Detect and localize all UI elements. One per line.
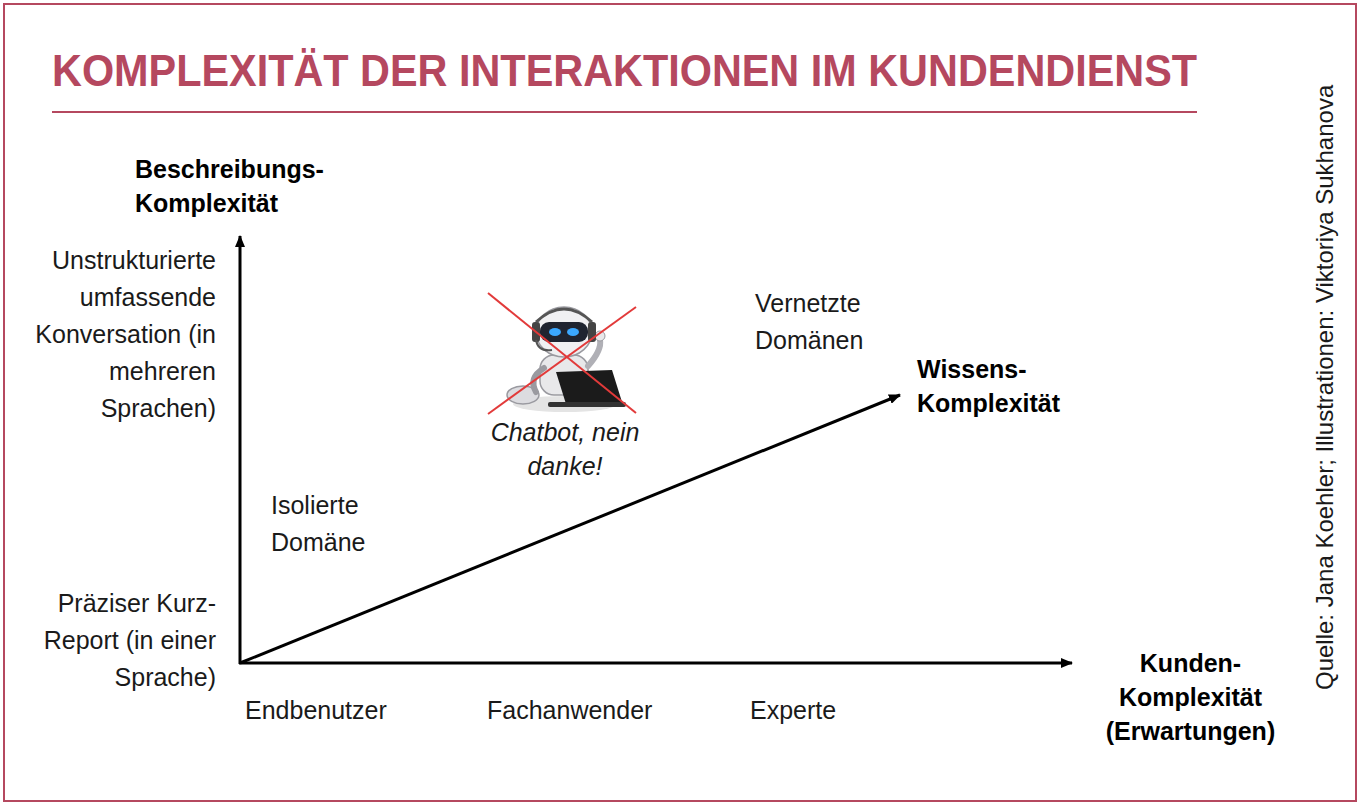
cross-out [488, 293, 636, 414]
axis-title: Wissens- Komplexität [917, 352, 1107, 420]
axis-tick-label: Experte [750, 692, 950, 729]
axis-tick-label: Fachanwender [487, 692, 687, 729]
region-label: Vernetzte Domänen [755, 285, 925, 359]
axis-tick-label: Unstrukturierte umfassende Konversation … [10, 242, 216, 427]
chart-title: KOMPLEXITÄT DER INTERAKTIONEN IM KUNDEND… [52, 46, 1197, 96]
axis-title: Beschreibungs- Komplexität [135, 152, 365, 220]
axis-title: Kunden- Komplexität (Erwartungen) [1083, 646, 1298, 748]
source-note: Quelle: Jana Koehler; Illustrationen: Vi… [1311, 85, 1339, 690]
axis-tick-label: Endbenutzer [245, 692, 445, 729]
region-label: Isolierte Domäne [271, 487, 421, 561]
y-axis [239, 236, 242, 664]
title-rule [52, 111, 1197, 113]
illustration-caption: Chatbot, nein danke! [475, 415, 655, 483]
x-axis [239, 662, 1072, 665]
axis-tick-label: Präziser Kurz-Report (in einer Sprache) [10, 585, 216, 696]
frame [4, 4, 1356, 801]
diagonal-axis [240, 395, 900, 663]
